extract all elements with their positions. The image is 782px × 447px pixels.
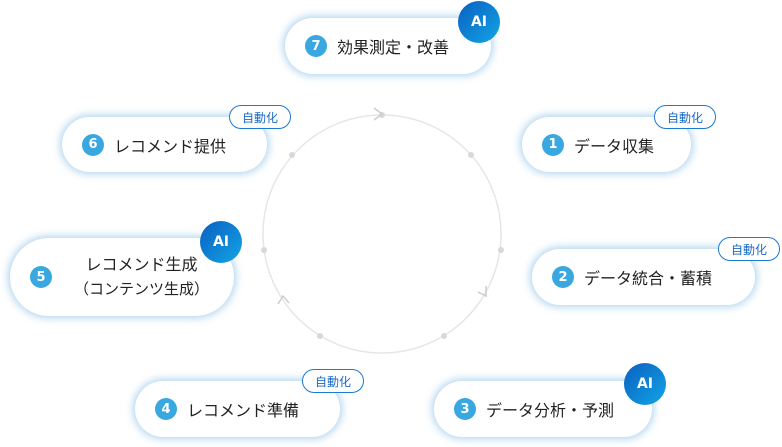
step-7[interactable]: 7 効果測定・改善 xyxy=(285,18,491,74)
arrow-icon xyxy=(477,286,487,298)
step-label: レコメンド生成 xyxy=(85,255,198,274)
arrow-icon xyxy=(373,107,384,121)
step-2[interactable]: 2 データ統合・蓄積 xyxy=(532,249,755,305)
step-3[interactable]: 3 データ分析・予測 xyxy=(434,381,652,437)
step-sublabel: （コンテンツ生成） xyxy=(74,280,210,298)
step-label: データ収集 xyxy=(574,136,655,156)
automation-badge: 自動化 xyxy=(654,105,716,129)
step-number: 7 xyxy=(305,35,327,57)
step-label: データ統合・蓄積 xyxy=(584,269,713,288)
step-label: 効果測定・改善 xyxy=(337,38,450,57)
step-number: 3 xyxy=(454,398,476,420)
ai-badge: AI xyxy=(458,1,500,43)
step-number: 4 xyxy=(155,398,177,420)
step-label: レコメンド準備 xyxy=(187,401,300,420)
ai-badge: AI xyxy=(200,221,242,263)
step-label: レコメンド提供 xyxy=(114,136,227,156)
step-label: データ分析・予測 xyxy=(486,401,615,420)
automation-badge: 自動化 xyxy=(302,369,364,393)
arrow-icon xyxy=(277,294,290,305)
ai-badge: AI xyxy=(624,363,666,405)
step-number: 5 xyxy=(30,266,52,288)
step-number: 6 xyxy=(82,133,104,156)
automation-badge: 自動化 xyxy=(718,237,780,261)
step-5[interactable]: 5 レコメンド生成 （コンテンツ生成） xyxy=(10,238,234,316)
step-number: 1 xyxy=(542,133,564,156)
automation-badge: 自動化 xyxy=(229,105,291,129)
step-number: 2 xyxy=(552,266,574,288)
